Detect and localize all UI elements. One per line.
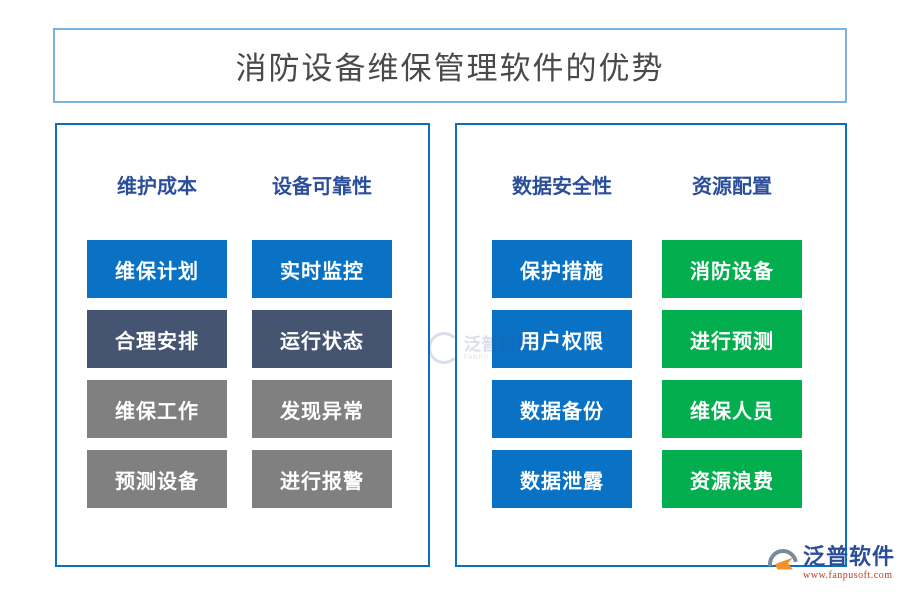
chip-item[interactable]: 合理安排 [87,310,227,368]
column-heading: 维护成本 [117,176,197,198]
left-panel: 维护成本 维保计划 合理安排 维保工作 预测设备 设备可靠性 实时监控 运行状态… [55,123,430,567]
chip-item[interactable]: 维保计划 [87,240,227,298]
chip-item[interactable]: 保护措施 [492,240,632,298]
column-heading: 资源配置 [692,176,772,198]
chip-item[interactable]: 发现异常 [252,380,392,438]
column-heading: 设备可靠性 [272,176,372,198]
page-title: 消防设备维保管理软件的优势 [235,51,665,86]
chip-item[interactable]: 进行报警 [252,450,392,508]
chip-item[interactable]: 维保人员 [662,380,802,438]
chip-item[interactable]: 消防设备 [662,240,802,298]
column-heading: 数据安全性 [512,176,612,198]
chip-item[interactable]: 实时监控 [252,240,392,298]
chip-item[interactable]: 数据泄露 [492,450,632,508]
chip-item[interactable]: 预测设备 [87,450,227,508]
chip-item[interactable]: 用户权限 [492,310,632,368]
chip-item[interactable]: 资源浪费 [662,450,802,508]
chip-item[interactable]: 数据备份 [492,380,632,438]
chip-item[interactable]: 进行预测 [662,310,802,368]
logo-website-url: www.fanpusoft.com [803,570,893,581]
right-panel: 数据安全性 保护措施 用户权限 数据备份 数据泄露 资源配置 消防设备 进行预测… [455,123,847,567]
title-banner: 消防设备维保管理软件的优势 [53,28,847,103]
chip-item[interactable]: 维保工作 [87,380,227,438]
chip-item[interactable]: 运行状态 [252,310,392,368]
